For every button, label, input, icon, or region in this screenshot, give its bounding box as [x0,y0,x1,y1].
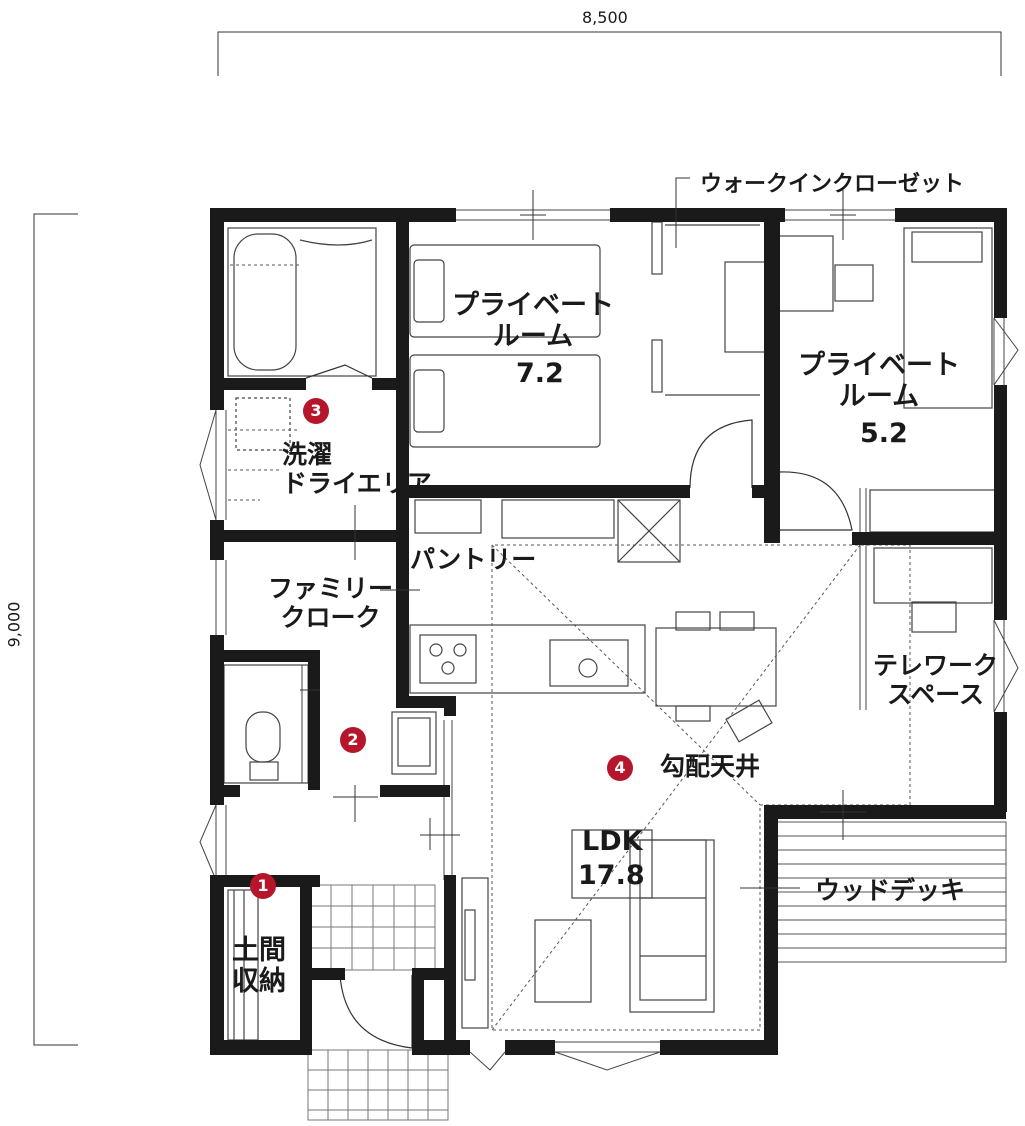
depth-dimension-line [33,213,78,1046]
telework-label: テレワーク スペース [873,651,999,709]
coffee-table [534,919,592,1003]
badge-2: 2 [340,727,366,753]
door-swing [689,419,753,489]
laundry-label: 洗濯 ドライエリア [282,440,432,498]
walk-in-closet-label: ウォークインクローゼット [700,172,965,197]
door-swing [779,471,853,531]
door-swing [339,974,413,1049]
private-room-2-name: プライベート ルーム [798,350,960,412]
badge-3: 3 [303,398,329,424]
badge-1: 1 [250,873,276,899]
badge-4: 4 [607,755,633,781]
ldk-name: LDK [582,826,643,857]
pantry-label: パントリー [410,545,537,574]
tv-board [461,877,489,1029]
bed [903,227,993,409]
width-dimension-line [217,31,1002,76]
private-room-1-name: プライベート ルーム [452,290,614,352]
doma-storage-label: 土間 収納 [232,935,286,997]
family-closet-label: ファミリー クローク [268,574,394,632]
width-dimension: 8,500 [582,8,628,27]
entrance-tiles [307,884,449,1121]
walls [210,208,1007,1055]
wash-basin [391,711,437,775]
private-room-1-size: 7.2 [516,358,564,389]
sloped-ceiling-label: 勾配天井 [660,752,761,781]
kitchen-counter [409,624,646,694]
bed [409,354,601,448]
ldk-size: 17.8 [578,860,645,891]
bathtub [227,227,377,377]
washer [235,397,291,451]
wood-deck-label: ウッドデッキ [815,876,966,905]
pantry-shelf [414,499,482,534]
telework-desk [873,547,993,604]
bed [409,244,601,338]
dining-table [655,627,777,707]
private-room-2-size: 5.2 [860,418,908,449]
